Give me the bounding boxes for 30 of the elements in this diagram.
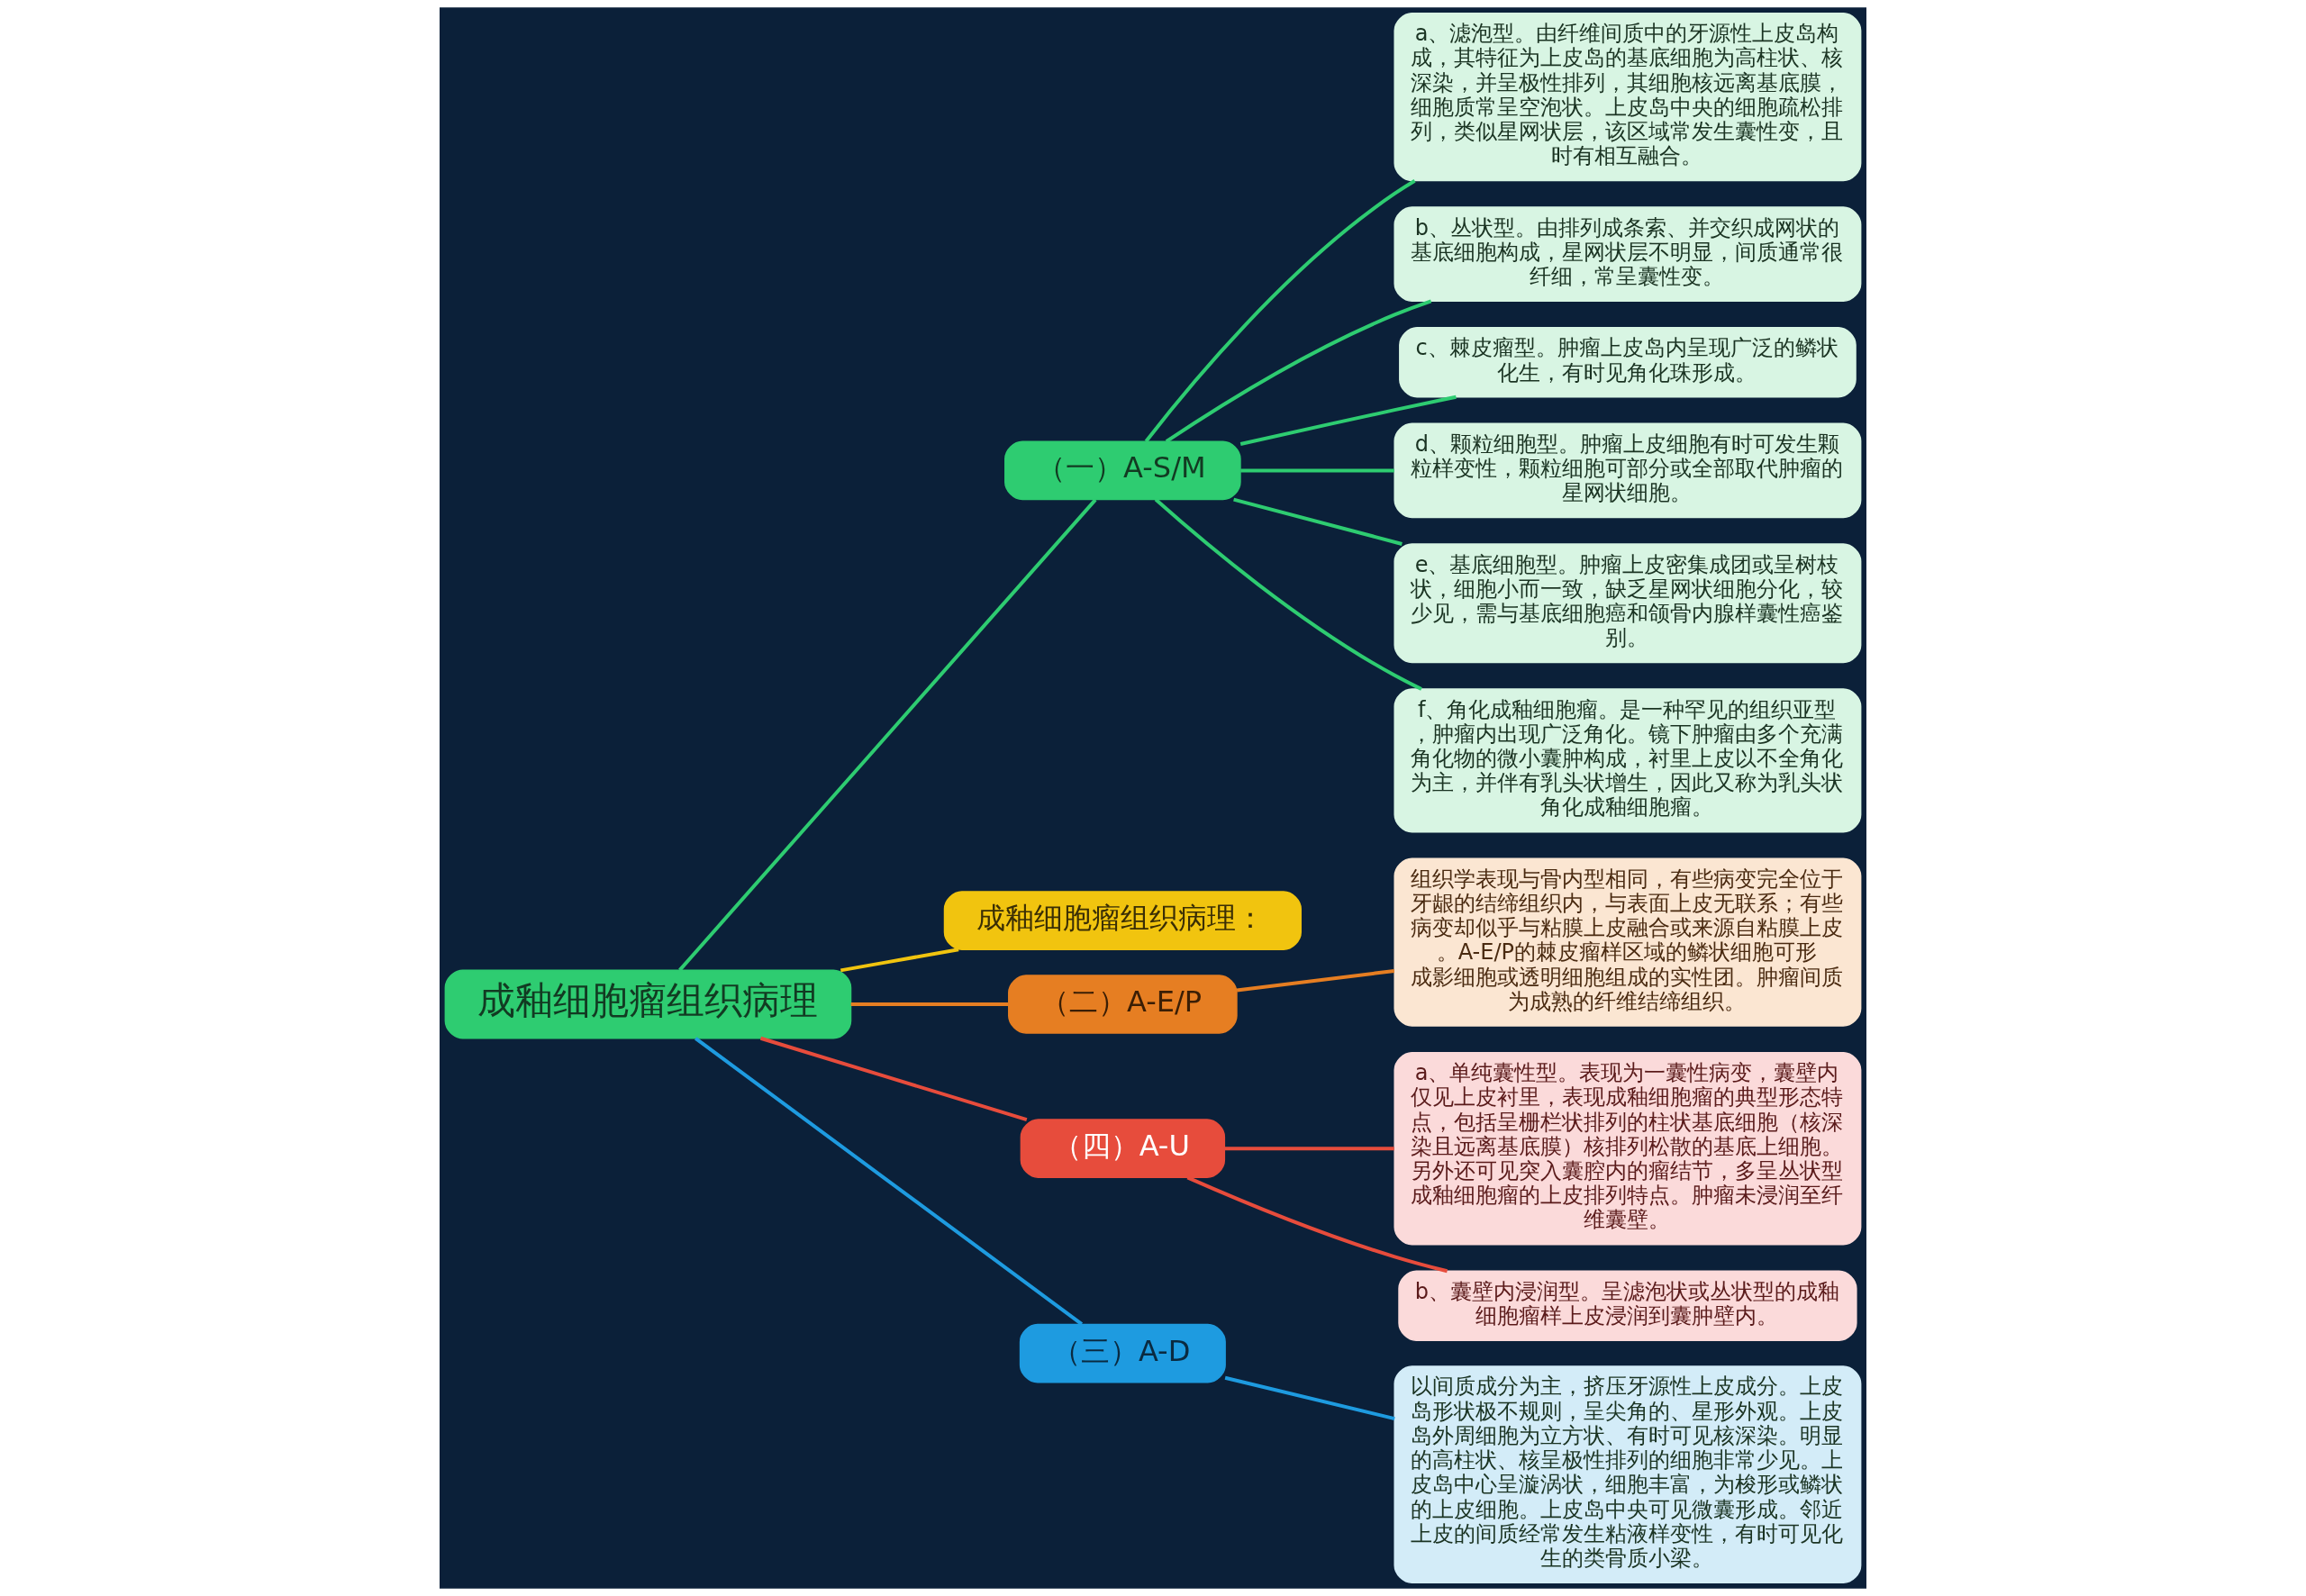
connector bbox=[1154, 498, 1422, 691]
connector bbox=[1240, 468, 1394, 473]
connector bbox=[1165, 299, 1432, 443]
connector bbox=[840, 948, 959, 973]
node-box: 组织学表现与骨内型相同，有些病变完全位于牙龈的结缔组织内，与表面上皮无联系；有些病变却似乎与粘膜上皮融合或来源自粘膜上皮。A-E/P的棘皮瘤样区域的鳞状细胞可形成影细胞或透明细胞组成的实性团。肿瘤间质为成熟的纤维结缔组织。 bbox=[1394, 857, 1862, 1027]
node-box: 以间质成分为主，挤压牙源性上皮成分。上皮岛形状极不规则，呈尖角的、星形外观。上皮岛外周细胞为立方状、有时可见核深染。明显的高柱状、核呈极性排列的细胞非常少见。上皮岛中心呈漩涡状，细胞丰富，为梭形或鳞状的上皮细胞。上皮岛中央可见微囊形成。邻近上皮的间质经常发生粘液样变性，有时可见化生的类骨质小梁。 bbox=[1394, 1365, 1862, 1584]
node-box: （四）A-U bbox=[1020, 1119, 1226, 1179]
connector bbox=[1233, 497, 1403, 546]
connector bbox=[1144, 179, 1416, 443]
node-box: f、角化成釉细胞瘤。是一种罕见的组织亚型，肿瘤内出现广泛角化。镜下肿瘤由多个充满角化物的微小囊肿构成，衬里上皮以不全角化为主，并伴有乳头状增生，因此又称为乳头状角化成釉细胞瘤。 bbox=[1394, 688, 1862, 833]
connector bbox=[850, 1002, 1009, 1007]
node-box: 成釉细胞瘤组织病理： bbox=[943, 891, 1302, 950]
node-box: e、基底细胞型。肿瘤上皮密集成团或呈树枝状，细胞小而一致，缺乏星网状细胞分化，较少见，需与基底细胞癌和颌骨内腺样囊性癌鉴别。 bbox=[1394, 543, 1862, 664]
connector bbox=[1236, 969, 1395, 993]
connector bbox=[1224, 1375, 1395, 1421]
connector bbox=[1224, 1147, 1394, 1151]
node-box: （三）A-D bbox=[1019, 1323, 1226, 1383]
node-box: a、单纯囊性型。表现为一囊性病变，囊壁内仅见上皮衬里，表现成釉细胞瘤的典型形态特点，包括呈栅栏状排列的柱状基底细胞（核深染且远离基底膜）核排列松散的基底上细胞。另外还可见突入囊腔内的瘤结节，多呈丛状型成釉细胞瘤的上皮排列特点。肿瘤未浸润至纤维囊壁。 bbox=[1394, 1051, 1862, 1246]
node-box: c、棘皮瘤型。肿瘤上皮岛内呈现广泛的鳞状化生，有时见角化珠形成。 bbox=[1399, 327, 1857, 398]
node-box: a、滤泡型。由纤维间质中的牙源性上皮岛构成，其特征为上皮岛的基底细胞为高柱状、核深染，并呈极性排列，其细胞核远离基底膜，细胞质常呈空泡状。上皮岛中央的细胞疏松排列，类似星网状层，该区域常发生囊性变，且时有相互融合。 bbox=[1394, 12, 1862, 182]
connector bbox=[678, 498, 1097, 972]
connector bbox=[759, 1036, 1028, 1121]
node-box: b、丛状型。由排列成条索、并交织成网状的基底细胞构成，星网状层不明显，间质通常很纤细，常呈囊性变。 bbox=[1394, 206, 1862, 303]
node-box: 成釉细胞瘤组织病理 bbox=[444, 969, 852, 1039]
connector bbox=[695, 1037, 1084, 1326]
connector bbox=[1186, 1175, 1448, 1274]
node-box: d、颗粒细胞型。肿瘤上皮细胞有时可发生颗粒样变性，颗粒细胞可部分或全部取代肿瘤的星网状细胞。 bbox=[1394, 422, 1862, 519]
node-box: （一）A-S/M bbox=[1004, 440, 1241, 501]
node-box: （二）A-E/P bbox=[1008, 975, 1238, 1034]
node-box: b、囊壁内浸润型。呈滤泡状或丛状型的成釉细胞瘤样上皮浸润到囊肿壁内。 bbox=[1398, 1270, 1857, 1341]
